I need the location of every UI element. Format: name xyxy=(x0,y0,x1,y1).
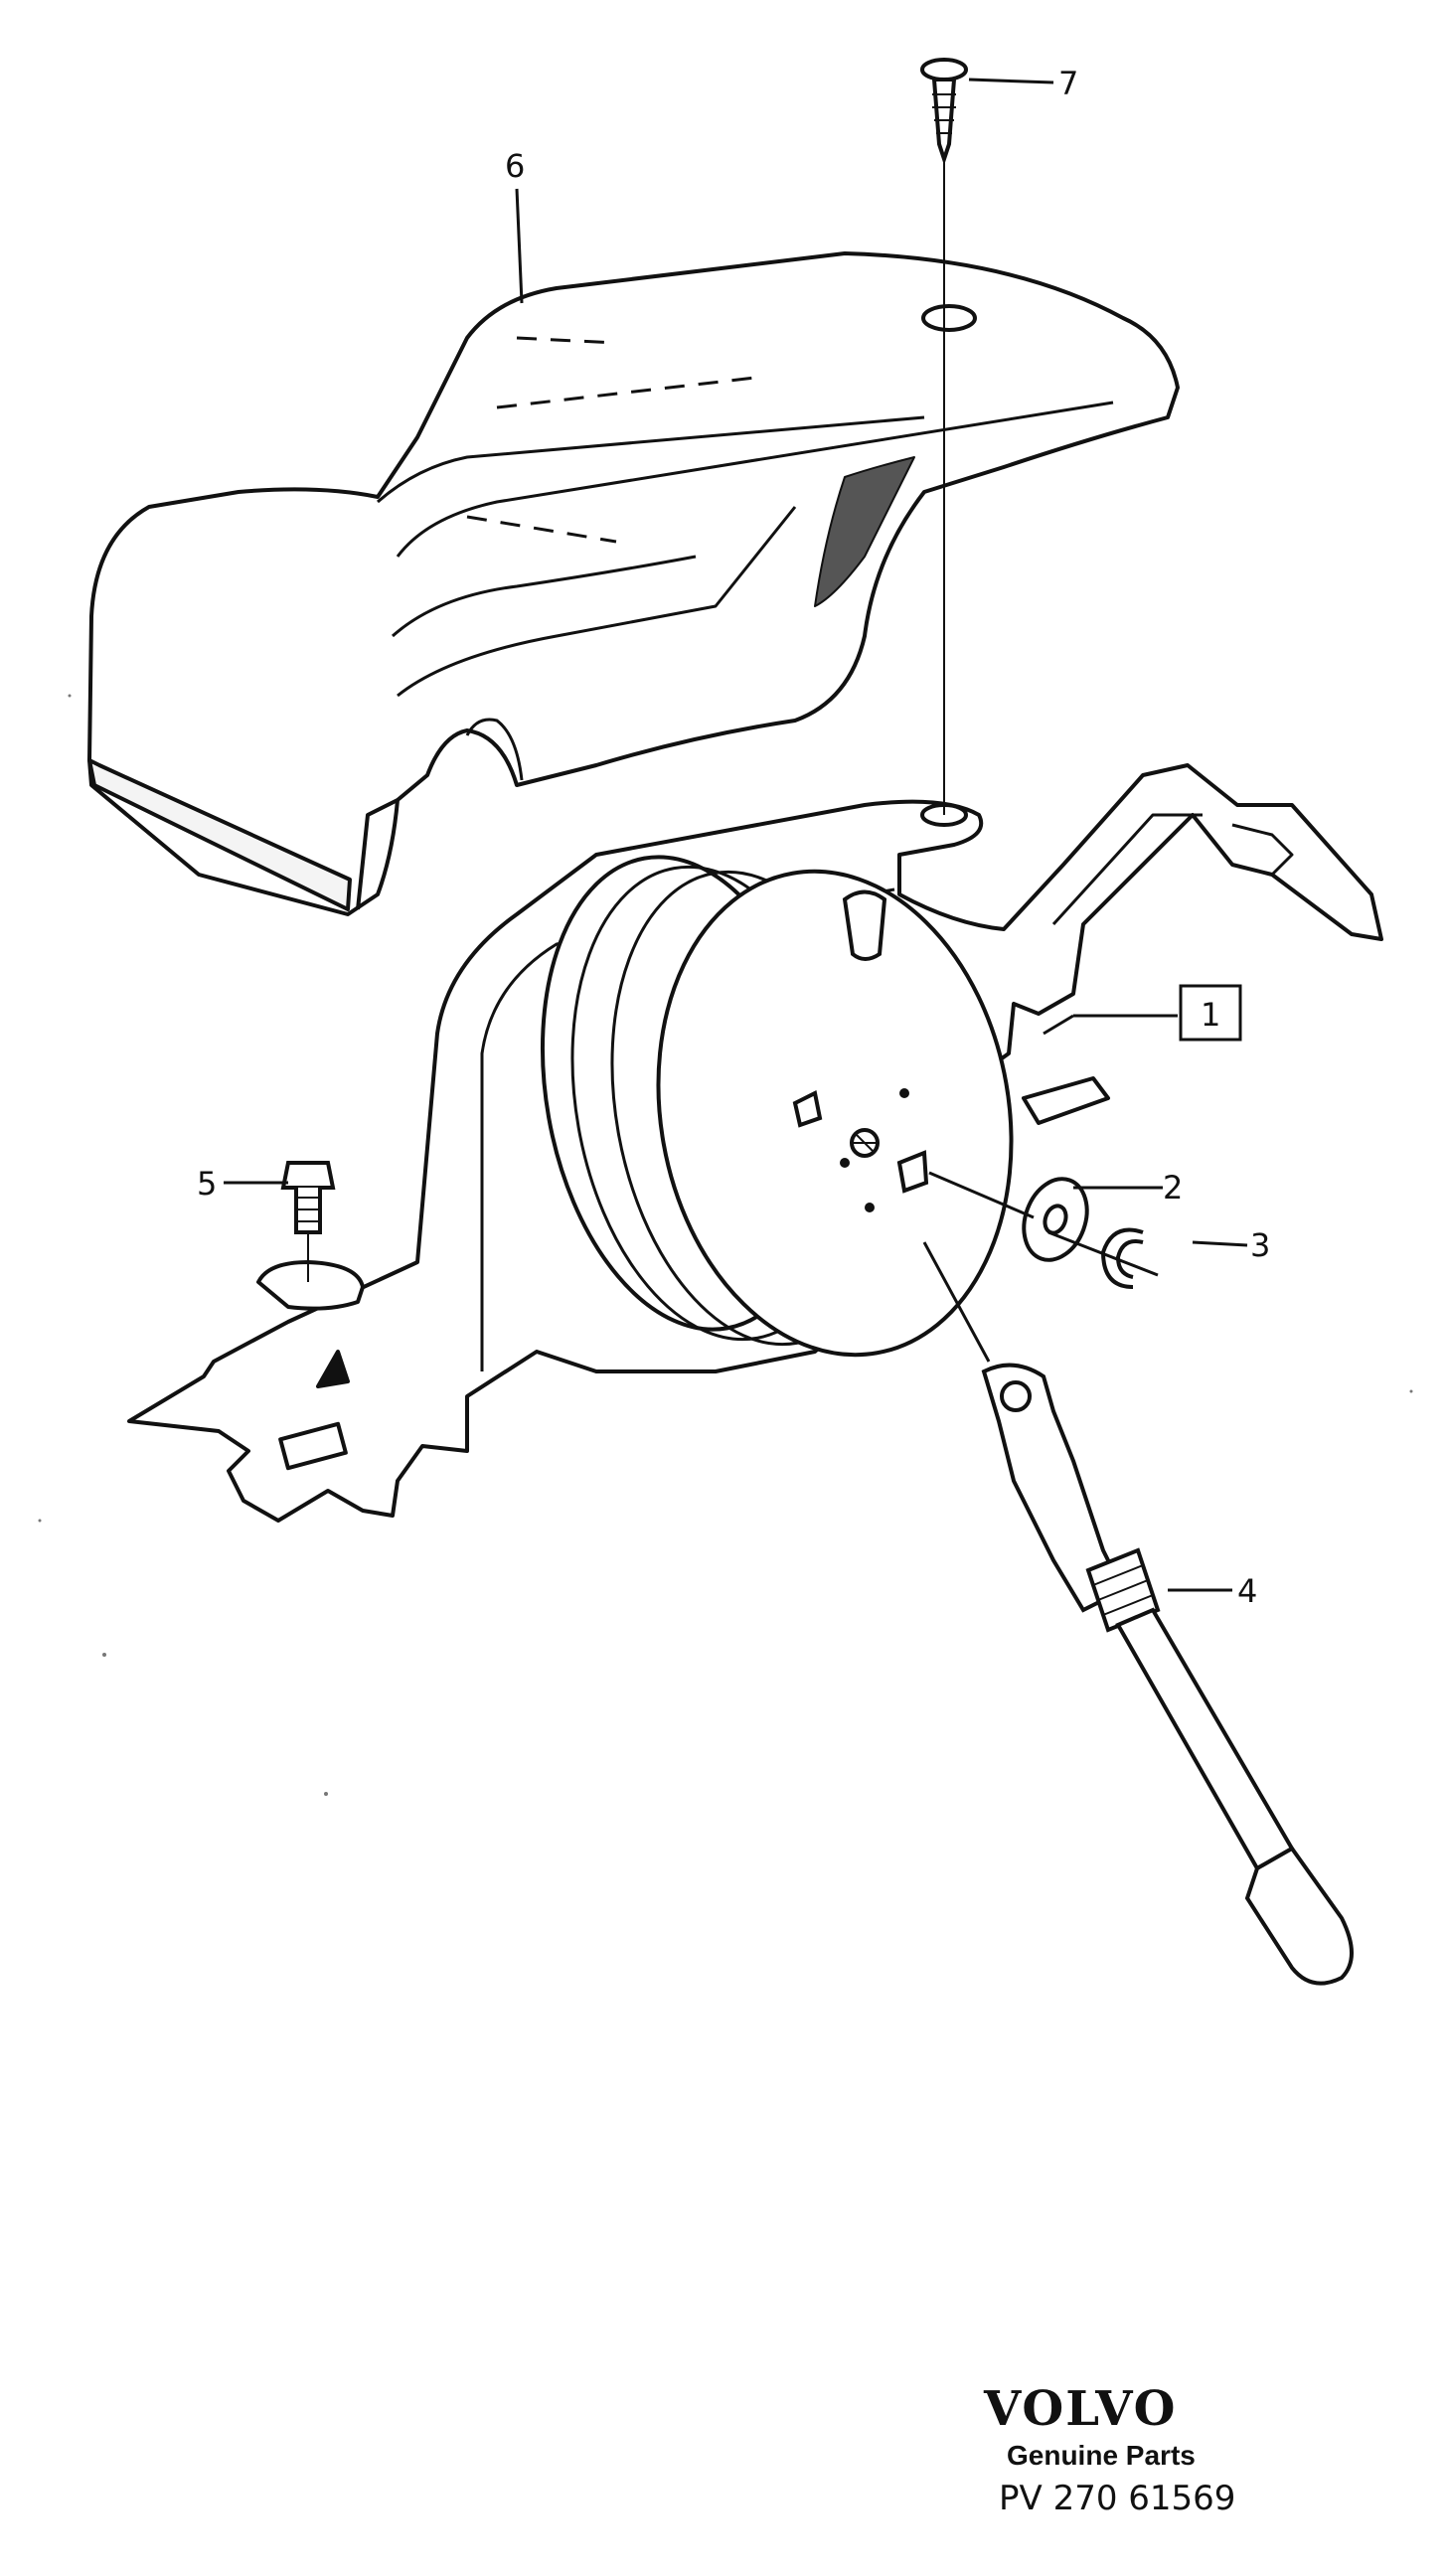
scan-specks xyxy=(38,694,1413,1796)
washer xyxy=(1022,1177,1089,1262)
leader-lines xyxy=(224,78,1248,1592)
callout-1: 1 xyxy=(1201,996,1220,1034)
callout-3: 3 xyxy=(1250,1226,1270,1264)
genuine-parts-label: Genuine Parts xyxy=(1007,2440,1196,2471)
bolt xyxy=(280,1161,336,1234)
control-rod xyxy=(981,1363,1354,1986)
callout-5: 5 xyxy=(197,1165,217,1203)
callout-4: 4 xyxy=(1237,1572,1257,1610)
document-number: PV 270 61569 xyxy=(999,2479,1235,2518)
actuator-drum xyxy=(540,855,1014,1358)
screw xyxy=(920,58,968,166)
callout-2: 2 xyxy=(1163,1169,1183,1207)
brand-block: VOLVO Genuine Parts PV 270 61569 xyxy=(983,2381,1235,2518)
circlip xyxy=(1100,1227,1144,1289)
callout-1-box xyxy=(1179,984,1242,1042)
callout-7: 7 xyxy=(1058,65,1078,102)
cover-housing xyxy=(87,251,1180,916)
volvo-logo: VOLVO xyxy=(983,2381,1177,2437)
callout-6: 6 xyxy=(505,147,525,185)
